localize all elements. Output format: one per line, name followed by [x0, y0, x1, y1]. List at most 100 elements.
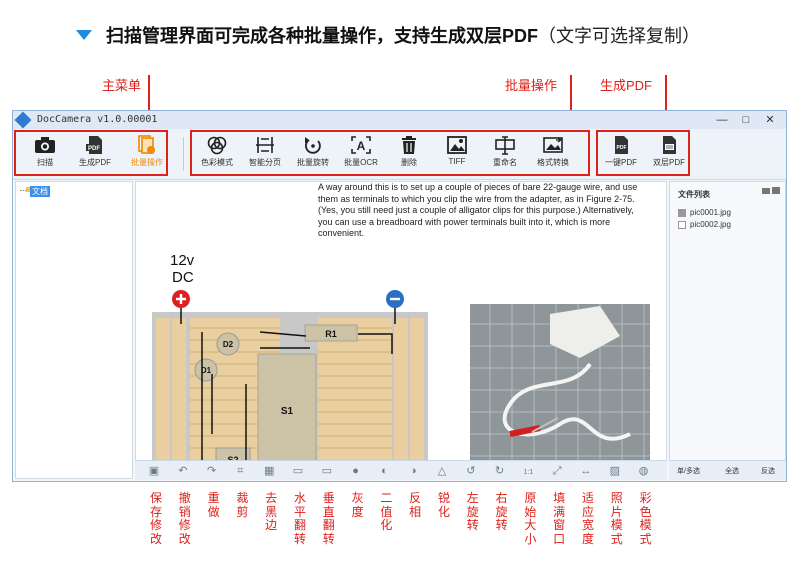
- crop-button[interactable]: ⌗: [233, 464, 247, 478]
- svg-text:PDF: PDF: [617, 145, 627, 151]
- scan-button[interactable]: 扫描: [23, 133, 67, 177]
- tool-label: 水平翻转: [293, 491, 306, 546]
- batch-ocr-button[interactable]: A 批量OCR: [339, 133, 383, 177]
- voltage-label: 12v: [170, 252, 195, 269]
- delete-button[interactable]: 删除: [387, 133, 431, 177]
- generate-pdf-button[interactable]: PDF 生成PDF: [73, 133, 117, 177]
- rename-button[interactable]: 重命名: [483, 133, 527, 177]
- image-icon[interactable]: [772, 187, 780, 194]
- annotation-line: [148, 75, 150, 130]
- folder-icon: [26, 187, 32, 192]
- app-logo-icon: [14, 111, 32, 129]
- invert-button[interactable]: ◑: [406, 464, 420, 478]
- one-click-pdf-button[interactable]: PDF 一键PDF: [599, 133, 643, 177]
- batch-ops-frame: [190, 130, 590, 176]
- s1-label: S1: [281, 406, 294, 417]
- tool-label: 适应宽度: [581, 491, 594, 546]
- tool-label: 左旋转: [466, 491, 479, 532]
- file-list-title: 文件列表: [678, 190, 710, 199]
- original-size-button[interactable]: 1:1: [521, 464, 535, 478]
- split-page-icon: [256, 137, 274, 153]
- grayscale-icon: ●: [352, 465, 359, 477]
- tool-label: 填满窗口: [553, 491, 566, 546]
- annotation-line: [570, 75, 572, 130]
- save-button[interactable]: ▣: [147, 464, 161, 478]
- file-list-item[interactable]: pic0002.jpg: [678, 220, 731, 229]
- fill-window-button[interactable]: ⤢: [550, 464, 564, 478]
- rename-icon: [495, 136, 515, 155]
- minimize-button[interactable]: —: [716, 114, 728, 126]
- rotate-right-icon: ↻: [494, 465, 505, 477]
- selection-bar: 单/多选 全选 反选: [669, 460, 786, 480]
- grayscale-button[interactable]: ●: [349, 464, 363, 478]
- invert-icon: ◑: [409, 465, 417, 477]
- d2-label: D2: [223, 340, 234, 349]
- flip-horizontal-button[interactable]: ▭: [291, 464, 305, 478]
- tree-connector: [20, 190, 30, 192]
- pdf-icon: PDF: [86, 136, 102, 154]
- one-click-pdf-icon: PDF: [615, 136, 628, 154]
- adapter-photo: [470, 304, 650, 460]
- rotate-icon: [305, 137, 321, 154]
- app-window: DocCamera v1.0.00001 — □ ✕ 扫描 PDF 生成PDF …: [12, 110, 787, 482]
- fit-width-button[interactable]: ↔: [579, 464, 593, 478]
- fill-window-icon: ⤢: [552, 465, 562, 477]
- r1-label: R1: [325, 329, 337, 339]
- title-bar: DocCamera v1.0.00001 — □ ✕: [13, 111, 786, 129]
- redo-icon: ↷: [206, 465, 217, 477]
- flip-vertical-button[interactable]: ▭: [320, 464, 334, 478]
- single-multi-select-button[interactable]: 单/多选: [677, 468, 700, 475]
- tool-label: 灰度: [351, 491, 364, 519]
- tool-label: 垂直翻转: [322, 491, 335, 546]
- document-viewer: A way around this is to set up a couple …: [135, 181, 667, 479]
- color-mode-button[interactable]: 色彩模式: [195, 133, 239, 177]
- rotate-right-button[interactable]: ↻: [493, 464, 507, 478]
- color-mode-bottom-icon: ◍: [638, 465, 649, 477]
- smart-split-button[interactable]: 智能分页: [243, 133, 287, 177]
- batch-rotate-button[interactable]: 批量旋转: [291, 133, 335, 177]
- toolbar: 扫描 PDF 生成PDF 批量操作 色彩模式 智能分页 批量旋转 A 批量OCR: [13, 129, 786, 180]
- window-title: DocCamera v1.0.00001: [37, 114, 158, 125]
- sharpen-button[interactable]: △: [435, 464, 449, 478]
- camera-icon: [35, 137, 55, 153]
- color-mode-bottom-button[interactable]: ◍: [637, 464, 651, 478]
- breadboard-figure: S1 R1 D2 D1 S2: [152, 290, 428, 464]
- double-layer-pdf-button[interactable]: 双层PDF: [647, 133, 691, 177]
- color-mode-icon: [207, 136, 227, 155]
- double-layer-pdf-icon: [663, 136, 676, 154]
- tool-label: 裁剪: [236, 491, 249, 519]
- invert-selection-button[interactable]: 反选: [761, 468, 775, 475]
- s2-label: S2: [227, 455, 238, 464]
- annotation-line: [665, 75, 667, 130]
- checkbox[interactable]: [678, 208, 686, 217]
- annotation-gen-pdf: 生成PDF: [600, 78, 653, 93]
- redo-button[interactable]: ↷: [205, 464, 219, 478]
- undo-button[interactable]: ↶: [176, 464, 190, 478]
- remove-border-button[interactable]: ▦: [262, 464, 276, 478]
- fit-width-icon: ↔: [580, 465, 592, 477]
- tool-label: 原始大小: [524, 491, 537, 546]
- tool-label: 照片模式: [610, 491, 623, 546]
- binarize-button[interactable]: ◐: [377, 464, 391, 478]
- close-button[interactable]: ✕: [765, 114, 775, 126]
- rotate-left-icon: ↺: [466, 465, 476, 477]
- folder-icon[interactable]: [762, 188, 770, 194]
- svg-text:PDF: PDF: [88, 146, 100, 152]
- photo-mode-button[interactable]: ▨: [608, 464, 622, 478]
- tool-label: 锐化: [437, 491, 450, 519]
- tiff-button[interactable]: TIFF: [435, 133, 479, 177]
- tool-label: 二值化: [380, 491, 393, 532]
- rotate-left-button[interactable]: ↺: [464, 464, 478, 478]
- tree-item-root[interactable]: 文档: [30, 186, 50, 197]
- select-all-button[interactable]: 全选: [725, 468, 739, 475]
- tool-label: 撤销修改: [178, 491, 191, 546]
- tiff-icon: [447, 136, 467, 154]
- batch-operation-button[interactable]: 批量操作: [125, 133, 169, 177]
- flip-horizontal-icon: ▭: [292, 465, 304, 477]
- tool-label: 右旋转: [495, 491, 508, 532]
- checkbox[interactable]: [678, 220, 686, 229]
- file-list-item[interactable]: pic0001.jpg: [678, 208, 731, 217]
- pdf-frame: [596, 130, 690, 176]
- maximize-button[interactable]: □: [742, 114, 750, 126]
- format-convert-button[interactable]: 格式转换: [531, 133, 575, 177]
